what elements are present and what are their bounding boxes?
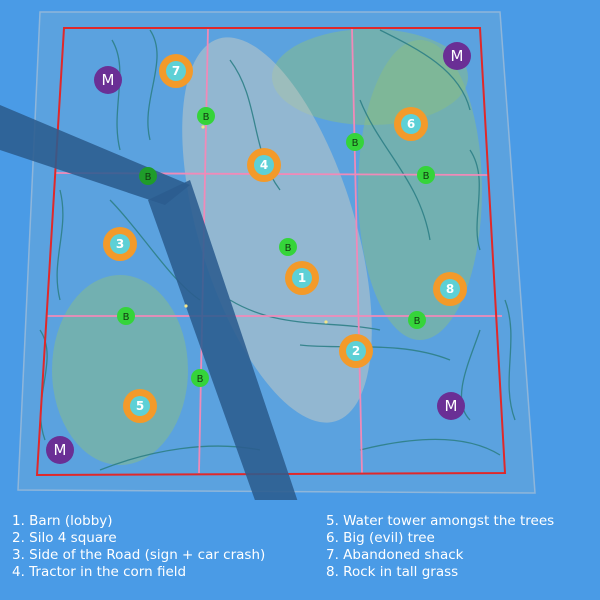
svg-text:4: 4 — [260, 158, 268, 172]
m-marker: M — [443, 42, 471, 70]
b-marker: B — [139, 167, 157, 185]
svg-text:6: 6 — [407, 117, 415, 131]
spawn-marker-6: 6 — [394, 107, 428, 141]
b-marker: B — [346, 133, 364, 151]
spawn-marker-3: 3 — [103, 227, 137, 261]
svg-text:3: 3 — [116, 237, 124, 251]
legend-item-1: 1. Barn (lobby) — [12, 513, 113, 529]
m-marker: M — [94, 66, 122, 94]
b-marker: B — [197, 107, 215, 125]
spawn-marker-8: 8 — [433, 272, 467, 306]
legend-item-5: 5. Water tower amongst the trees — [326, 513, 555, 529]
marker-dot — [184, 304, 188, 308]
m-marker: M — [437, 392, 465, 420]
spawn-markers: 1 2 3 4 5 6 7 — [103, 54, 467, 423]
svg-text:2: 2 — [352, 344, 360, 358]
m-markers: M M M M — [46, 42, 471, 464]
svg-text:M: M — [54, 441, 67, 459]
legend-column-left: 1. Barn (lobby) 2. Silo 4 square 3. Side… — [12, 513, 265, 581]
marker-dot — [201, 125, 205, 129]
svg-text:B: B — [285, 243, 292, 254]
tree-zones — [52, 29, 482, 465]
legend-item-3: 3. Side of the Road (sign + car crash) — [12, 547, 266, 563]
m-marker: M — [46, 436, 74, 464]
svg-text:B: B — [352, 138, 359, 149]
svg-text:B: B — [423, 171, 430, 182]
legend-item-7: 7. Abandoned shack — [326, 547, 464, 563]
spawn-marker-7: 7 — [159, 54, 193, 88]
tree-zone-east — [358, 40, 482, 340]
b-marker: B — [417, 166, 435, 184]
spawn-marker-5: 5 — [123, 389, 157, 423]
legend-item-4: 4. Tractor in the corn field — [12, 564, 187, 580]
svg-text:8: 8 — [446, 282, 454, 296]
svg-text:5: 5 — [136, 399, 144, 413]
b-markers: B B B B B B B B — [117, 107, 435, 387]
b-marker: B — [117, 307, 135, 325]
b-marker: B — [408, 311, 426, 329]
spawn-marker-1: 1 — [285, 261, 319, 295]
svg-text:7: 7 — [172, 64, 180, 78]
svg-text:B: B — [414, 316, 421, 327]
svg-text:1: 1 — [298, 271, 306, 285]
spawn-marker-2: 2 — [339, 334, 373, 368]
svg-text:M: M — [102, 71, 115, 89]
play-area-border — [35, 27, 507, 477]
legend-item-2: 2. Silo 4 square — [12, 530, 117, 546]
legend-column-right: 5. Water tower amongst the trees 6. Big … — [326, 513, 554, 581]
svg-text:M: M — [451, 47, 464, 65]
b-marker: B — [191, 369, 209, 387]
map-canvas: 1 2 3 4 5 6 7 — [0, 11, 536, 500]
svg-text:M: M — [445, 397, 458, 415]
b-marker: B — [279, 238, 297, 256]
svg-text:B: B — [203, 112, 210, 123]
corn-field — [182, 37, 372, 423]
tree-zone-north — [272, 29, 468, 125]
tree-zone-southwest — [52, 275, 188, 465]
legend-item-8: 8. Rock in tall grass — [326, 564, 459, 580]
legend: 1. Barn (lobby) 2. Silo 4 square 3. Side… — [0, 505, 600, 600]
legend-item-6: 6. Big (evil) tree — [326, 530, 435, 546]
marker-dot — [324, 320, 328, 324]
svg-text:B: B — [145, 172, 152, 183]
svg-text:B: B — [123, 312, 130, 323]
spawn-marker-4: 4 — [247, 148, 281, 182]
svg-text:B: B — [197, 374, 204, 385]
